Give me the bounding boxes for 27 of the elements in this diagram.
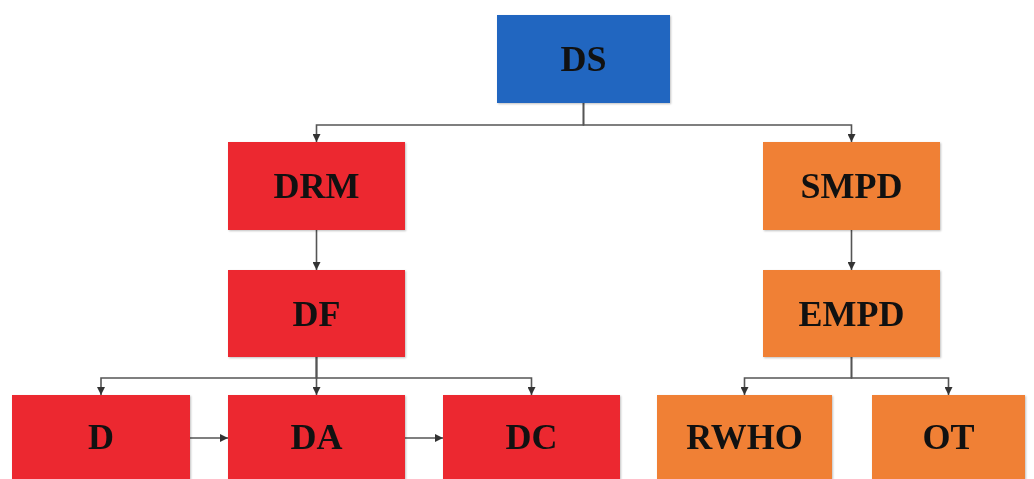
box-label: RWHO <box>686 416 803 458</box>
box-label: DA <box>290 416 343 458</box>
box-label: D <box>88 416 114 458</box>
process-box <box>443 395 620 479</box>
box-label: EMPD <box>798 292 905 335</box>
process-box <box>657 395 832 479</box>
connector-arrow <box>847 229 856 271</box>
connector-arrow <box>850 356 953 396</box>
process-box <box>497 15 670 103</box>
process-box <box>763 270 940 357</box>
connector-arrow <box>404 434 444 442</box>
process-box <box>12 395 190 479</box>
process-box <box>872 395 1025 479</box>
process-box <box>228 142 405 230</box>
box-label: DC <box>505 416 558 458</box>
connector-arrow <box>315 356 536 396</box>
box-label: DS <box>560 38 607 80</box>
process-box <box>228 395 405 479</box>
process-box <box>228 270 405 357</box>
process-box <box>763 142 940 230</box>
box-label: OT <box>922 416 975 458</box>
box-label: DRM <box>273 165 360 207</box>
box-label: DF <box>292 292 341 335</box>
box-label: SMPD <box>800 165 903 207</box>
connector-arrow <box>582 102 856 143</box>
connector-arrow <box>189 434 229 442</box>
connector-arrow <box>312 229 321 271</box>
